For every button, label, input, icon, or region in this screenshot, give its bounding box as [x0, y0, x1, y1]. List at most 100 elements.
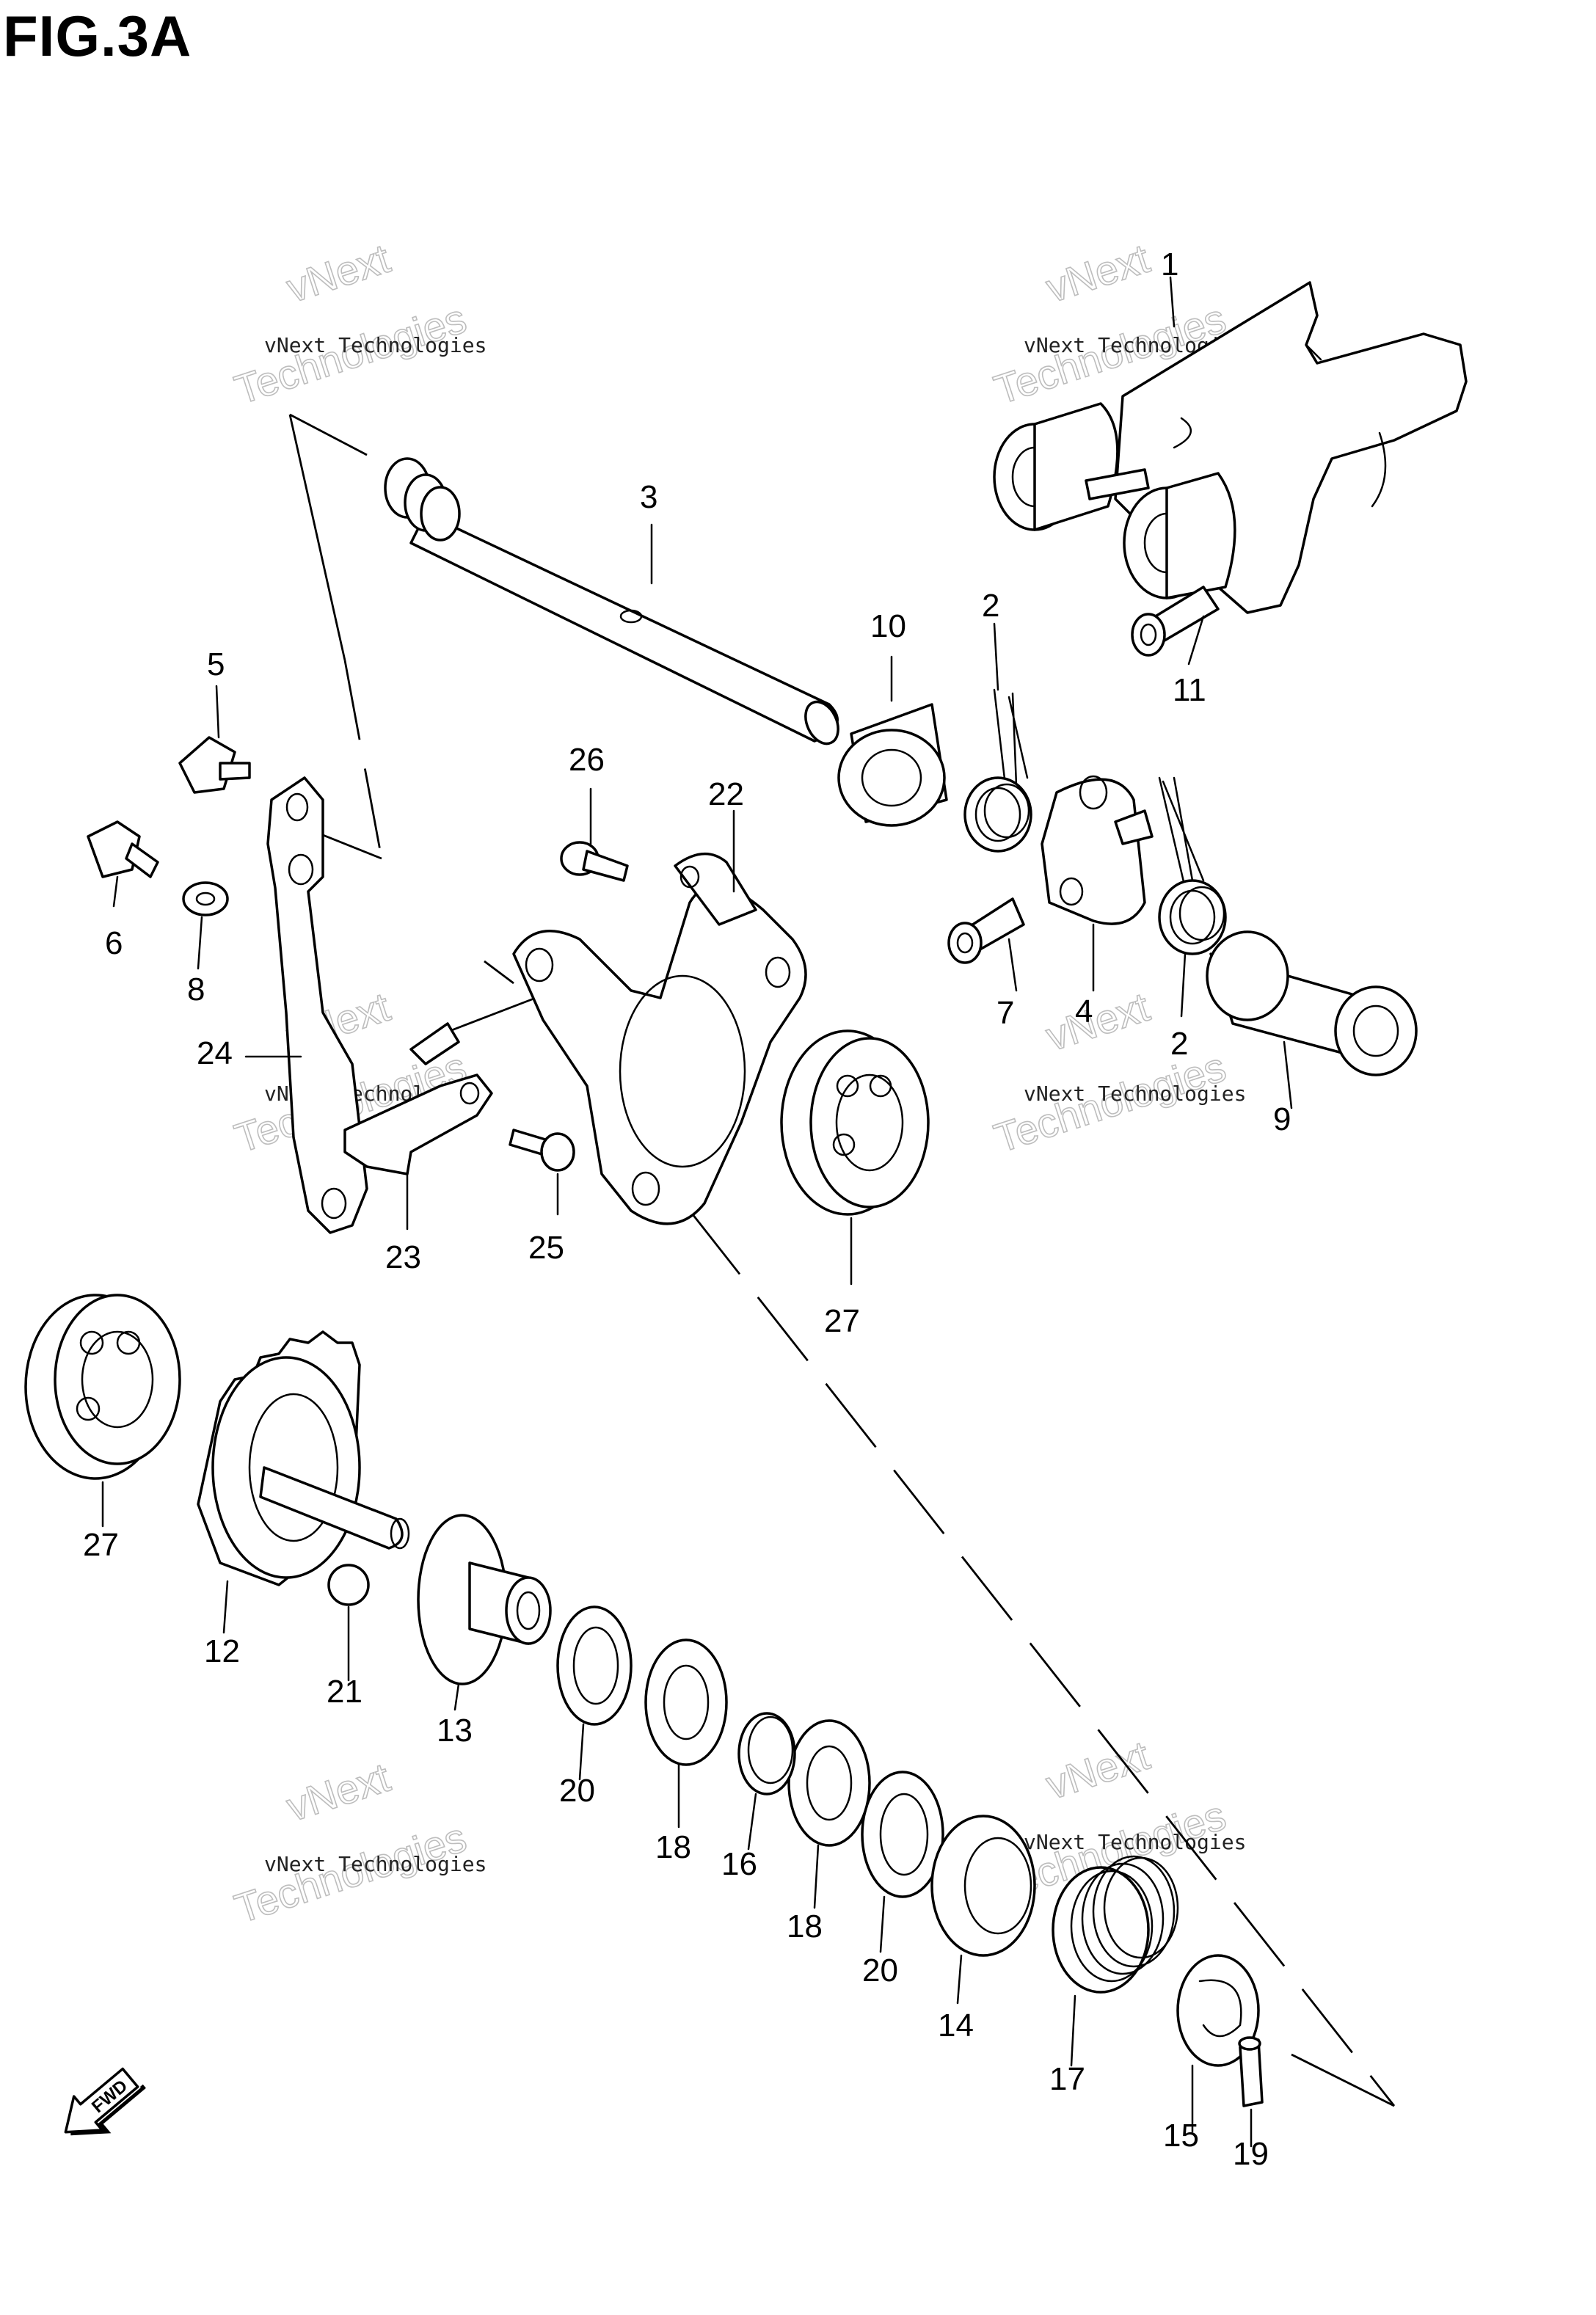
callout-13: 13 — [437, 1713, 473, 1749]
callout-11: 11 — [1173, 672, 1206, 708]
watermark-bottom-left: vNext Technologies vNext Technologies — [229, 1753, 487, 1932]
callout-14: 14 — [938, 2008, 974, 2044]
leader-lines — [101, 276, 1293, 2148]
part-6-bolt — [87, 820, 159, 878]
part-22-guide-plate — [512, 853, 807, 1225]
fwd-arrow-icon: FWD — [64, 2067, 146, 2136]
part-19-pin — [1238, 2036, 1264, 2107]
watermark-text: vNext Technologies — [264, 333, 487, 357]
watermark-text: vNext Technologies — [1024, 1830, 1246, 1854]
part-23-pawl-lifter — [343, 1022, 493, 1175]
reference-line-plate — [484, 960, 514, 985]
reference-line-pin — [440, 996, 536, 1036]
callout-7: 7 — [996, 995, 1014, 1031]
part-12-gear-shaft — [197, 1330, 410, 1586]
reference-line-long-diagonal — [688, 1210, 1396, 2107]
callout-18: 18 — [787, 1908, 823, 1944]
part-7-bolt — [947, 897, 1025, 964]
part-24-shift-lever — [266, 776, 368, 1234]
callout-4: 4 — [1075, 994, 1093, 1029]
part-15-circlip — [1176, 1954, 1260, 2067]
leader-2b — [1180, 952, 1187, 1018]
callout-24: 24 — [197, 1035, 233, 1071]
watermark-vnext: vNext — [1041, 235, 1155, 311]
callout-10: 10 — [870, 608, 906, 644]
leader-17 — [1070, 1994, 1076, 2067]
leader-9 — [1283, 1040, 1293, 1109]
leader-2a — [993, 622, 999, 691]
part-16-collar — [737, 1712, 796, 1796]
part-27-bearing-upper — [780, 1029, 930, 1216]
part-11-bolt — [1131, 586, 1220, 657]
leader-8 — [197, 916, 203, 970]
reference-line-top — [289, 413, 368, 456]
callout-27: 27 — [83, 1527, 119, 1563]
callout-9: 9 — [1273, 1101, 1291, 1137]
callout-27: 27 — [824, 1303, 860, 1339]
part-26-screw — [560, 841, 629, 882]
part-9-long-collar — [1206, 930, 1418, 1076]
part-4-stopper — [1041, 775, 1154, 925]
part-18-washer-lower — [787, 1719, 871, 1847]
callout-21: 21 — [327, 1674, 362, 1710]
watermark-top-left: vNext Technologies vNext Technologies — [229, 234, 487, 413]
leader-7 — [1007, 938, 1018, 992]
leader-12 — [222, 1580, 229, 1634]
callout-20: 20 — [559, 1773, 595, 1809]
part-2-return-spring-lower — [1158, 776, 1227, 955]
part-13-guide — [417, 1514, 552, 1685]
watermark-text: vNext Technologies — [264, 1852, 487, 1876]
part-20-needle-bearing-upper — [556, 1605, 633, 1726]
reference-line-left-diagonal — [288, 414, 346, 661]
watermark-vnext: vNext — [1041, 1732, 1155, 1808]
callout-20: 20 — [862, 1953, 898, 1988]
part-5-bolt — [178, 736, 251, 794]
callout-5: 5 — [207, 646, 225, 682]
callout-15: 15 — [1163, 2118, 1199, 2154]
reference-line-end — [1291, 2053, 1395, 2107]
leader-18b — [813, 1844, 820, 1909]
watermark-mid-right: vNext Technologies vNext Technologies — [988, 982, 1247, 1162]
part-1-shift-cam-bracket — [993, 281, 1468, 614]
leader-13 — [453, 1683, 460, 1711]
callout-6: 6 — [105, 925, 123, 961]
leader-20b — [879, 1895, 886, 1953]
leader-1 — [1169, 276, 1176, 328]
part-3-shift-shaft — [384, 457, 839, 745]
watermark-vnext: vNext — [281, 235, 396, 311]
callout-8: 8 — [187, 971, 205, 1007]
part-17-spring — [1052, 1855, 1179, 1994]
part-27-bearing-lower — [24, 1294, 181, 1480]
part-10-collar — [837, 703, 948, 827]
callout-25: 25 — [528, 1230, 564, 1266]
callout-18: 18 — [655, 1829, 691, 1865]
callout-22: 22 — [708, 776, 744, 812]
callout-26: 26 — [569, 742, 605, 778]
part-14-retainer — [930, 1815, 1036, 1957]
callout-1: 1 — [1161, 247, 1178, 282]
leader-20a — [578, 1723, 585, 1781]
callout-2: 2 — [982, 588, 999, 624]
leader-6 — [112, 875, 119, 908]
leader-11 — [1187, 615, 1205, 666]
callout-2: 2 — [1170, 1026, 1188, 1062]
part-18-washer-upper — [644, 1638, 728, 1766]
leader-14 — [956, 1954, 963, 2005]
part-20-needle-bearing-lower — [861, 1771, 944, 1898]
part-25-screw — [509, 1129, 575, 1172]
callout-23: 23 — [385, 1239, 421, 1275]
callout-19: 19 — [1233, 2136, 1269, 2172]
leader-5 — [215, 685, 220, 739]
callout-12: 12 — [204, 1633, 240, 1669]
figure-title: FIG.3A — [3, 4, 192, 68]
callout-16: 16 — [721, 1846, 757, 1882]
part-2-return-spring-upper — [963, 688, 1032, 853]
reference-line-left-dashed — [343, 660, 383, 859]
leader-16 — [747, 1793, 757, 1851]
part-8-washer — [182, 881, 229, 916]
watermark-text: vNext Technologies — [1024, 1082, 1246, 1106]
callout-17: 17 — [1049, 2061, 1085, 2097]
callout-3: 3 — [640, 479, 657, 515]
